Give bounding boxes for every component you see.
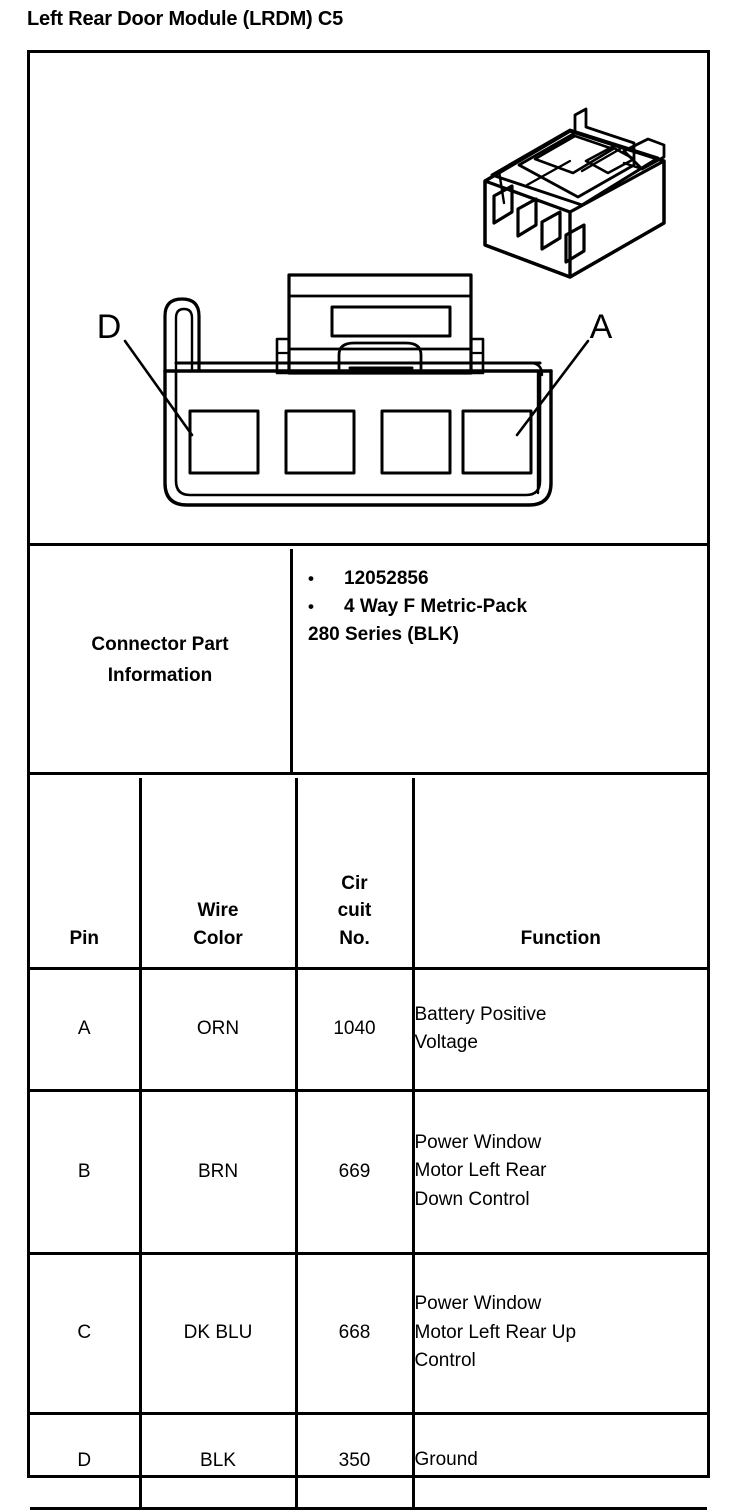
table-header-row: Pin Wire Color Cir cuit No. Function — [30, 778, 707, 970]
header-circuit-no-line1: Cir — [341, 872, 368, 894]
cpi-label-line1: Connector Part — [91, 634, 229, 656]
function-line1: Power Window — [414, 1131, 542, 1153]
cell-wire-color: DK BLU — [140, 1253, 298, 1415]
cell-function: Battery Positive Voltage — [413, 968, 707, 1092]
cell-circuit-no: 669 — [296, 1090, 415, 1255]
header-wire-color: Wire Color — [140, 778, 298, 970]
connector-illustration-panel: D A — [30, 53, 707, 546]
front-connector-view — [163, 273, 553, 507]
function-line3: Control — [414, 1350, 476, 1372]
isometric-connector-view — [483, 107, 666, 279]
header-function: Function — [413, 778, 707, 970]
pin-table: Pin Wire Color Cir cuit No. Function A O… — [30, 778, 707, 1510]
function-line3: Down Control — [414, 1188, 530, 1210]
cell-pin: B — [30, 1090, 142, 1255]
header-circuit-no-line3: No. — [339, 927, 370, 949]
connector-drawing: D A — [97, 107, 666, 507]
function-line1: Ground — [414, 1449, 478, 1471]
bullet-icon: • — [308, 569, 314, 588]
cell-function: Power Window Motor Left Rear Down Contro… — [413, 1090, 707, 1255]
leader-line-d — [123, 339, 194, 437]
cell-pin: D — [30, 1413, 142, 1510]
header-circuit-no: Cir cuit No. — [296, 778, 415, 970]
cpi-bullet-item: • 4 Way F Metric-Pack — [308, 593, 697, 621]
function-line1: Battery Positive — [414, 1003, 547, 1025]
cell-pin: C — [30, 1253, 142, 1415]
header-pin: Pin — [30, 778, 142, 970]
header-wire-color-line1: Wire — [197, 900, 239, 922]
function-line2: Motor Left Rear — [414, 1160, 547, 1182]
connector-info-frame: D A Connector Part Information • 1205285… — [27, 50, 710, 1510]
page-title: Left Rear Door Module (LRDM) C5 — [27, 8, 344, 30]
function-line1: Power Window — [414, 1293, 542, 1315]
cell-circuit-no: 668 — [296, 1253, 415, 1415]
cell-wire-color: BLK — [140, 1413, 298, 1510]
cpi-bullet-item: • 12052856 — [308, 565, 697, 593]
cell-circuit-no: 1040 — [296, 968, 415, 1092]
cell-circuit-no: 350 — [296, 1413, 415, 1510]
cpi-part-description: 4 Way F Metric-Pack — [344, 595, 528, 617]
connector-part-information-value: • 12052856 • 4 Way F Metric-Pack 280 Ser… — [296, 549, 707, 772]
cell-function: Ground — [413, 1413, 707, 1510]
table-row: C DK BLU 668 Power Window Motor Left Rea… — [30, 1253, 707, 1415]
cpi-part-number: 12052856 — [344, 568, 429, 589]
cell-wire-color: BRN — [140, 1090, 298, 1255]
function-line2: Motor Left Rear Up — [414, 1321, 577, 1343]
table-row: A ORN 1040 Battery Positive Voltage — [30, 968, 707, 1092]
cell-pin: A — [30, 968, 142, 1092]
table-row: B BRN 669 Power Window Motor Left Rear D… — [30, 1090, 707, 1255]
cell-wire-color: ORN — [140, 968, 298, 1092]
connector-part-information-row: Connector Part Information • 12052856 • … — [30, 549, 707, 775]
header-circuit-no-line2: cuit — [337, 900, 372, 922]
table-row: D BLK 350 Ground — [30, 1413, 707, 1510]
connector-part-information-label: Connector Part Information — [30, 549, 293, 772]
cpi-label-line2: Information — [107, 664, 213, 686]
header-wire-color-line2: Color — [193, 927, 243, 949]
cell-function: Power Window Motor Left Rear Up Control — [413, 1253, 707, 1415]
bullet-icon: • — [308, 596, 314, 616]
cpi-part-description-wrap: 280 Series (BLK) — [308, 624, 460, 646]
callout-label-a: A — [590, 308, 613, 346]
callout-label-d: D — [97, 308, 122, 346]
function-line2: Voltage — [414, 1032, 478, 1053]
leader-line-a — [515, 339, 590, 437]
